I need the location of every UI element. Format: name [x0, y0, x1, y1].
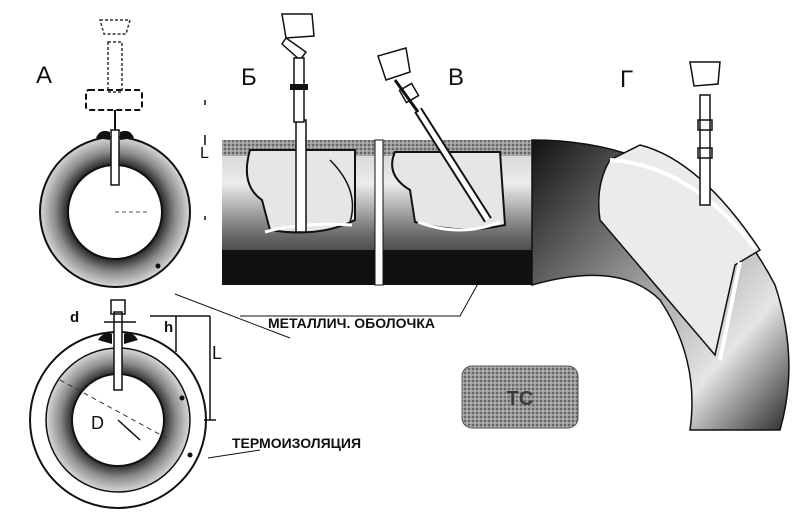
section-v-thermometer: [377, 47, 420, 113]
label-d-small: d: [70, 309, 80, 326]
label-D-big: D: [91, 413, 104, 433]
label-metal-sheath: МЕТАЛЛИЧ. ОБОЛОЧКА: [268, 315, 435, 331]
label-h: h: [164, 319, 174, 336]
label-section-g: Г: [620, 66, 633, 93]
svg-text:TC: TC: [507, 388, 534, 410]
section-a-upper-cross-section: [39, 129, 191, 288]
manufacturer-logo: TC: [461, 365, 579, 429]
section-v-cutaway: [391, 107, 507, 232]
label-section-v: В: [448, 64, 465, 91]
section-a-dimension-lines: [104, 315, 216, 421]
label-thermal-insulation: ТЕРМОИЗОЛЯЦИЯ: [232, 435, 362, 451]
section-b-cutaway: [246, 119, 356, 234]
pipe-joint-gap: [374, 139, 384, 286]
leader-lines: [174, 279, 481, 459]
label-section-a: А: [36, 62, 53, 89]
section-b-thermometer: [281, 13, 315, 123]
section-a-thermometer-head: [85, 19, 143, 130]
label-L-upper: L: [200, 145, 209, 162]
section-g-pipe-bend: [531, 61, 790, 431]
section-a-lower-cross-section: [29, 299, 207, 509]
label-L-lower: L: [212, 343, 223, 363]
label-section-b: Б: [241, 64, 257, 91]
